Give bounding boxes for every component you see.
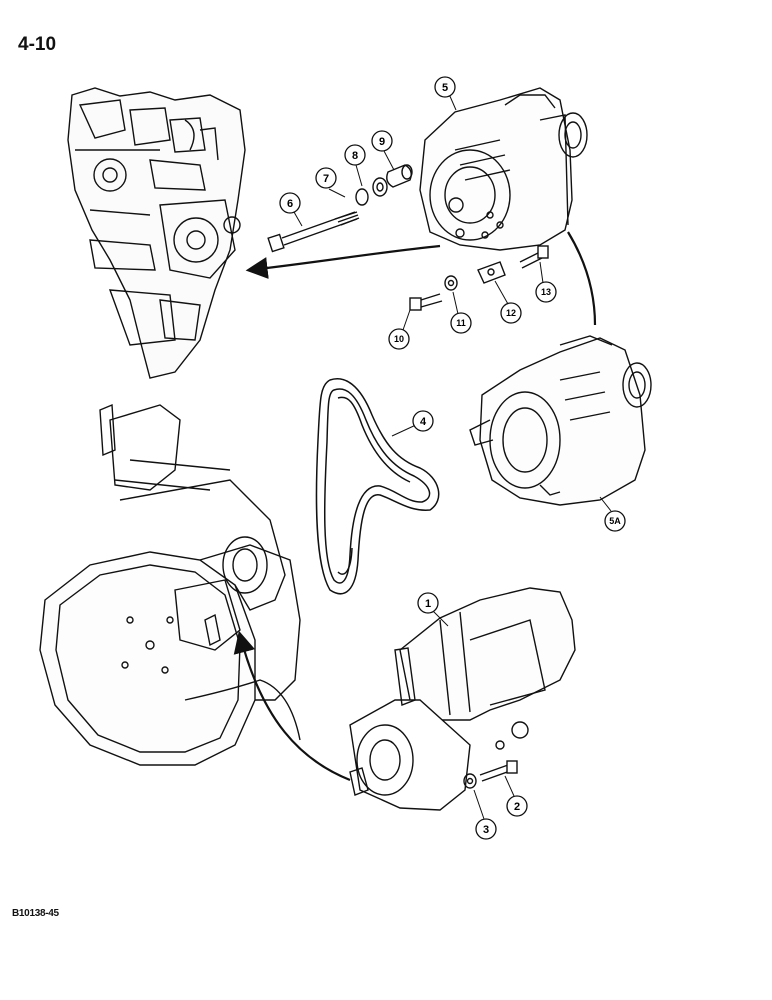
callout-2: 2 — [506, 795, 528, 817]
callout-label: 13 — [541, 287, 551, 297]
washers-7-8-9-illustration — [355, 164, 413, 206]
arrow-5-to-5a — [567, 231, 597, 326]
callout-1: 1 — [417, 592, 439, 614]
arrow-alternator-to-engine — [245, 244, 441, 279]
callout-5: 5 — [434, 76, 456, 98]
hardware-10-13-illustration — [409, 245, 549, 311]
reference-arrows — [233, 231, 597, 782]
callout-label: 4 — [420, 416, 427, 428]
page-number: 4-10 — [18, 34, 57, 55]
callout-12: 12 — [500, 302, 522, 324]
alternator-5-illustration — [419, 87, 588, 251]
callout-13: 13 — [535, 281, 557, 303]
callout-label: 12 — [506, 308, 516, 318]
callout-label: 5A — [609, 516, 621, 526]
callout-label: 1 — [425, 598, 431, 610]
callout-label: 6 — [287, 198, 293, 210]
callout-label: 8 — [352, 150, 358, 162]
callout-5a: 5A — [604, 510, 626, 532]
drive-belt-4-illustration — [315, 378, 440, 595]
callout-label: 5 — [442, 82, 448, 94]
callout-label: 7 — [323, 173, 329, 185]
callout-11: 11 — [450, 312, 472, 334]
callout-4: 4 — [412, 410, 434, 432]
alternator-5a-illustration — [469, 335, 652, 506]
callout-8: 8 — [344, 144, 366, 166]
engine-lower-illustration — [39, 403, 301, 766]
engine-upper-illustration — [67, 87, 246, 379]
starter-bolt-2-washer-3-illustration — [463, 760, 518, 789]
callout-7: 7 — [315, 167, 337, 189]
callout-6: 6 — [279, 192, 301, 214]
callout-label: 9 — [379, 136, 385, 148]
callout-label: 11 — [456, 318, 466, 328]
bolt-6-illustration — [267, 211, 360, 253]
callout-label: 3 — [483, 824, 489, 836]
callout-label: 10 — [394, 334, 404, 344]
arrow-starter-to-engine — [233, 630, 351, 782]
starter-motor-1-illustration — [349, 587, 576, 811]
callout-label: 2 — [514, 801, 520, 813]
callout-10: 10 — [388, 328, 410, 350]
callout-3: 3 — [475, 818, 497, 840]
callout-9: 9 — [371, 130, 393, 152]
figure-code: B10138-45 — [12, 908, 59, 919]
